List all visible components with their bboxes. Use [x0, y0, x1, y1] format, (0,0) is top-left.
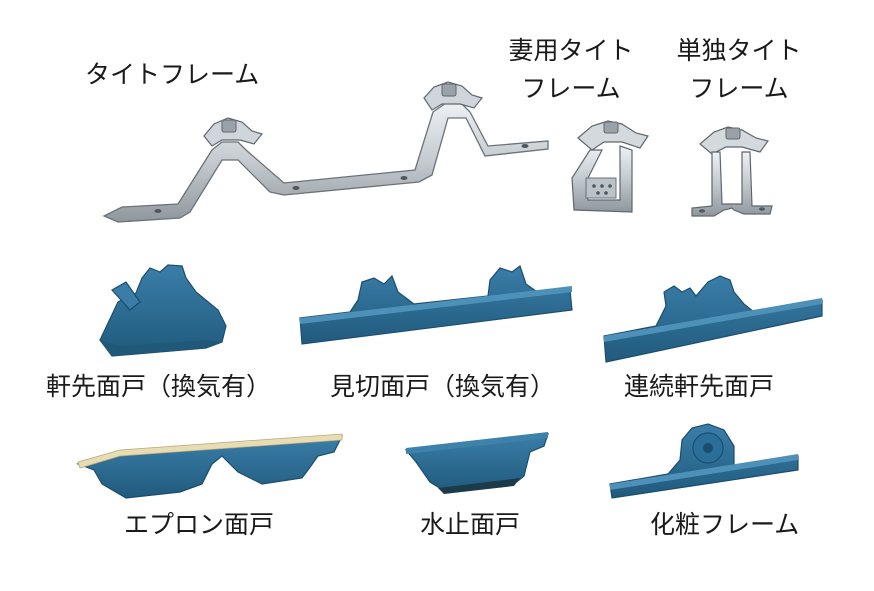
- tight-frame-image: [102, 81, 549, 223]
- decorative-frame-label: 化粧フレーム: [650, 510, 800, 539]
- single-tight-frame-image: [691, 126, 773, 217]
- continuous-eaves-closure-label: 連続軒先面戸: [624, 372, 775, 401]
- tight-frame-label: タイトフレーム: [85, 60, 260, 89]
- apron-closure-image: [76, 433, 344, 499]
- water-stop-closure-image: [404, 432, 549, 494]
- single-frame-label-line1: 単独タイト: [676, 36, 802, 65]
- continuous-eaves-closure-image: [603, 275, 823, 363]
- cut-closure-image: [299, 265, 573, 345]
- tsuma-frame-label-line2: フレーム: [521, 74, 621, 103]
- eaves-closure-label: 軒先面戸（換気有）: [46, 372, 272, 401]
- apron-closure-label: エプロン面戸: [124, 510, 275, 539]
- single-frame-label-line2: フレーム: [689, 74, 789, 103]
- cut-closure-label: 見切面戸（換気有）: [330, 372, 556, 401]
- tsuma-frame-label-line1: 妻用タイト: [508, 36, 634, 65]
- tsuma-tight-frame-image: [571, 120, 649, 213]
- water-stop-closure-label: 水止面戸: [420, 510, 521, 539]
- decorative-frame-image: [609, 423, 799, 499]
- eaves-closure-image: [99, 264, 227, 357]
